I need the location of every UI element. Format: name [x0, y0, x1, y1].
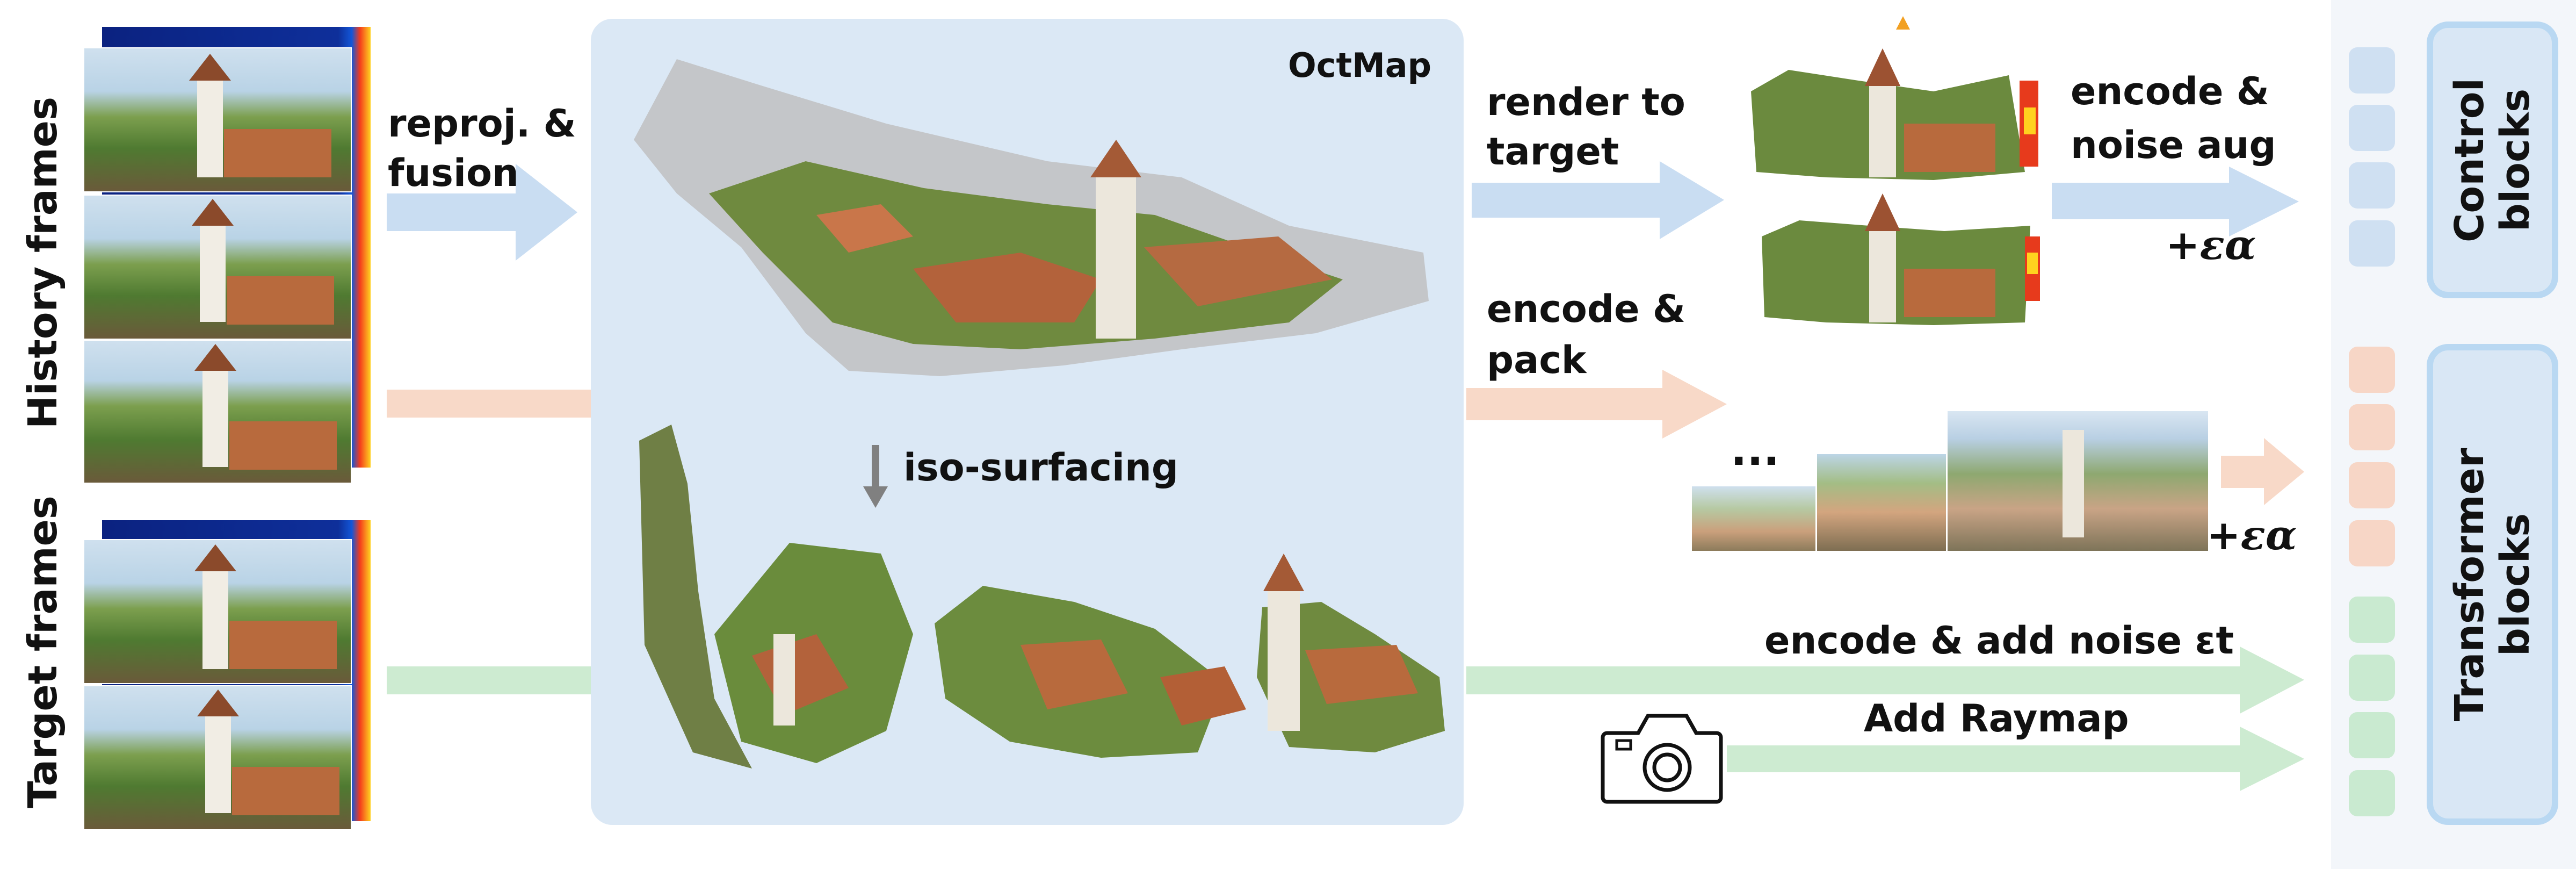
encode-pack-line2: pack	[1487, 338, 1587, 382]
token-green-4	[2349, 770, 2395, 816]
noise-alpha-top: +εα	[2166, 221, 2256, 269]
render-label-line1: render to	[1487, 80, 1685, 124]
token-blue-3	[2349, 162, 2395, 209]
reproj-label-line2: fusion	[388, 151, 519, 195]
arrow-history-pack	[387, 390, 591, 418]
token-green-1	[2349, 597, 2395, 643]
history-frame-3	[83, 340, 352, 484]
add-noise-label: encode & add noise εt	[1764, 619, 2234, 663]
arrow-pack-tokens	[2221, 438, 2304, 505]
iso-surfacing-label: iso-surfacing	[903, 446, 1178, 490]
arrow-add-noise	[1466, 647, 2304, 714]
target-frame-2	[83, 685, 352, 830]
token-green-2	[2349, 655, 2395, 701]
arrow-encode-pack	[1466, 370, 1727, 439]
rendered-view-2	[1762, 193, 2040, 325]
encode-pack-line1: encode &	[1487, 287, 1685, 331]
history-frame-1	[83, 47, 352, 192]
token-orange-4	[2349, 520, 2395, 566]
token-orange-2	[2349, 404, 2395, 450]
noise-aug-line2: noise aug	[2071, 123, 2276, 167]
noise-alpha-bottom: +εα	[2206, 511, 2297, 559]
target-frame-1	[83, 539, 352, 684]
token-orange-3	[2349, 462, 2395, 508]
arrow-noise-aug	[2052, 167, 2299, 236]
token-green-3	[2349, 712, 2395, 758]
add-raymap-label: Add Raymap	[1864, 696, 2129, 741]
history-frame-2	[83, 195, 352, 340]
arrow-reproj-fusion	[387, 164, 577, 261]
render-label-line2: target	[1487, 130, 1619, 174]
token-blue-4	[2349, 220, 2395, 267]
ellipsis: ...	[1731, 425, 1780, 475]
arrow-target-noise	[387, 666, 591, 694]
rendered-view-1	[1751, 16, 2038, 180]
octmap-title: OctMap	[1288, 46, 1432, 85]
token-orange-1	[2349, 347, 2395, 393]
noise-aug-line1: encode &	[2071, 69, 2269, 113]
arrow-add-raymap	[1727, 727, 2304, 791]
packed-frame-large-tower	[2063, 430, 2084, 537]
arrow-render-target	[1472, 161, 1724, 239]
packed-frame-small-2	[1817, 454, 1946, 551]
packed-frame-small-1	[1692, 486, 1815, 551]
reproj-label-line1: reproj. &	[388, 102, 576, 146]
token-blue-1	[2349, 47, 2395, 94]
token-blue-2	[2349, 105, 2395, 151]
